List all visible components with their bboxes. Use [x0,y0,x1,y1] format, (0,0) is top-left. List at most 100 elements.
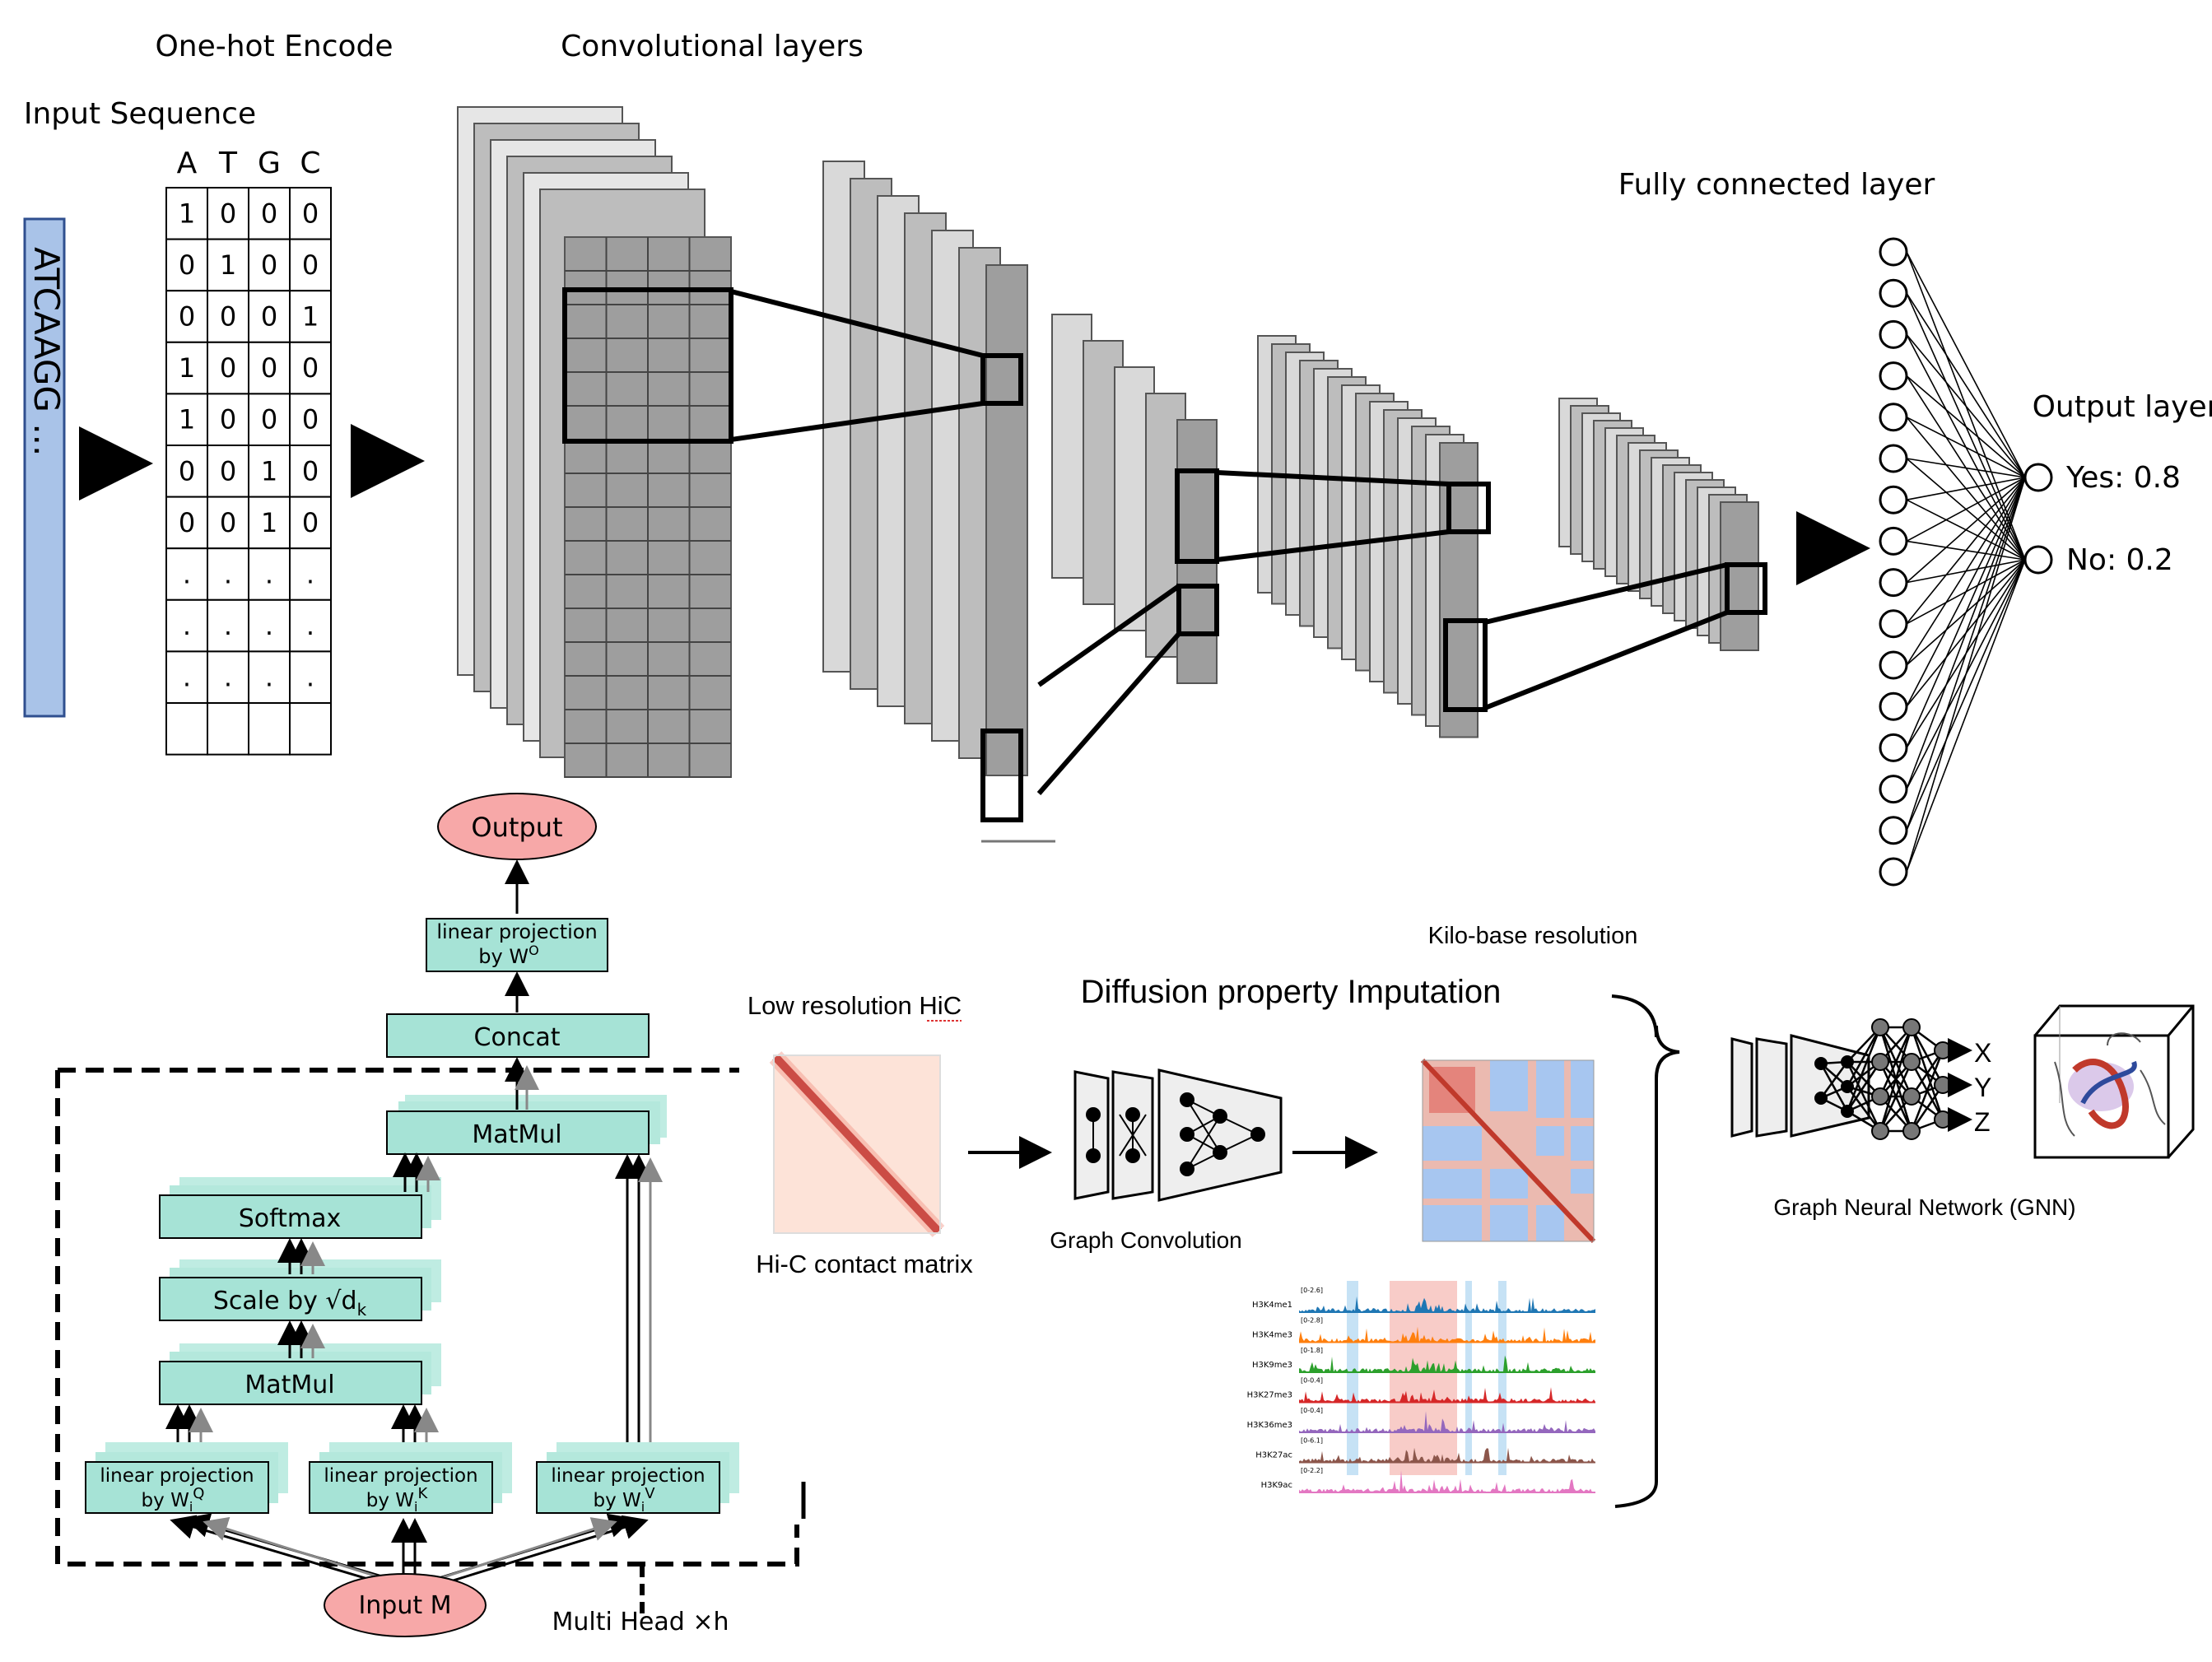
matrix-diagonal [772,1054,942,1235]
final-projection-line2: by WO [478,943,538,968]
matrix-cell [165,341,208,395]
fc-edge [1906,375,2026,478]
arrow-up [203,1516,396,1584]
proj-k-line1: linear projection [324,1465,477,1487]
gnn-edge [1910,1084,1944,1132]
arrow-up [447,1515,649,1584]
track-range: [0-0.4] [1301,1377,1323,1385]
gnn-node [1841,1080,1854,1093]
matrix-value: 0 [220,198,236,229]
output-layer-title: Output layer [2033,390,2212,424]
imputation-title: Diffusion property Imputation [1081,974,1502,1010]
conv-line [730,289,984,358]
matmul-bottom-block [159,1361,422,1405]
receptive-field-8 [1725,562,1767,615]
track-name: H3K36me3 [1247,1421,1292,1430]
track-name: H3K4me3 [1252,1331,1292,1340]
grouping-brace [1611,994,1680,1508]
receptive-field-7 [1443,618,1488,712]
scale-block [159,1277,422,1321]
matrix-value: . [265,610,273,641]
gnn-node [1934,1041,1952,1059]
fc-neuron [1879,526,1908,556]
track-range: [0-6.1] [1301,1437,1323,1445]
matrix-cell [207,702,249,756]
hic-panel: Kilo-base resolution Low resolution HiC … [747,923,2195,1508]
fc-neuron [1879,691,1908,721]
matrix-cell [289,496,332,550]
chromatin-strand [2054,1061,2075,1137]
matrix-value: 0 [261,404,277,435]
fc-neuron [1879,775,1908,804]
track-signal [1299,1447,1595,1463]
fc-neuron [1879,403,1908,432]
matrix-value: 1 [179,352,195,384]
fc-edge [1906,559,2026,831]
gnn-node [1871,1122,1889,1140]
highlight-band [1465,1281,1472,1475]
cnn-panel: One-hot Encode Convolutional layers Inpu… [23,30,2212,887]
matrix-value: 1 [220,249,236,281]
track-name: H3K9me3 [1252,1361,1292,1370]
receptive-field-2 [980,353,1023,406]
gnn-edge [1846,1027,1882,1112]
scale-label: Scale by √dk [213,1287,367,1320]
fc-neuron [1879,485,1908,514]
matrix-diagonal [1420,1058,1596,1244]
proj-q-line2: by WiQ [142,1485,205,1515]
projection-q: linear projection by WiQ [85,1442,288,1515]
highlight-band [1347,1281,1358,1475]
fc-neuron [1879,444,1908,473]
gnn-edge [1846,1027,1882,1087]
gnn-network [1814,1018,1952,1140]
softmax-block [159,1194,422,1239]
one-hot-title: One-hot Encode [155,30,393,63]
matrix-cell [207,445,249,498]
matrix-value: 0 [179,455,195,486]
cube-edge [2167,1005,2195,1036]
fc-edge [1906,477,2026,625]
gnn-node [1934,1110,1952,1129]
low-res-title: Low resolution HiC [747,991,962,1020]
matrix-border [1422,1059,1595,1242]
gnn-node [1902,1053,1921,1071]
matrix-stripe [1482,1060,1490,1241]
matrix-value: 0 [220,301,236,333]
input-node [324,1573,487,1637]
input-sequence-title: Input Sequence [24,97,256,131]
projection-k: linear projection by WiK [309,1442,512,1515]
matrix-value: . [224,559,232,590]
matrix-cell [248,702,291,756]
matrix-value: 0 [261,301,277,333]
matrix-value: 0 [220,404,236,435]
gnn-node [1871,1087,1889,1106]
fully-connected-network [1879,237,2053,887]
gnn-node [1841,1105,1854,1118]
fc-neuron [1879,237,1908,267]
matrix-value: 0 [302,455,319,486]
gnn-node [1934,1076,1952,1094]
matrix-value: . [183,610,191,641]
fc-title: Fully connected layer [1618,168,1935,202]
fc-neuron [1879,857,1908,887]
fc-neuron [1879,609,1908,639]
final-projection-block [426,918,608,972]
track-name: H3K27ac [1255,1451,1292,1460]
matrix-stripe [1528,1060,1536,1241]
gnn-node [1871,1053,1889,1071]
matmul-top-label: MatMul [472,1120,561,1149]
gnn-node [1814,1057,1828,1070]
matrix-value: 0 [302,404,319,435]
low-res-hic-matrix [769,1051,945,1237]
kilobase-title: Kilo-base resolution [1428,923,1638,949]
chromatin-strand [2072,1059,2129,1129]
sequence-bar [23,217,66,718]
matrix-value: 0 [220,455,236,486]
matrix-value: 0 [302,352,319,384]
fc-edge [1906,477,2026,707]
matrix-value: 0 [302,249,319,281]
gc-layer [1073,1070,1110,1200]
matrix-cell [165,650,208,705]
chromatin-structure [2054,1032,2166,1137]
chromatin-strand [2140,1069,2166,1125]
